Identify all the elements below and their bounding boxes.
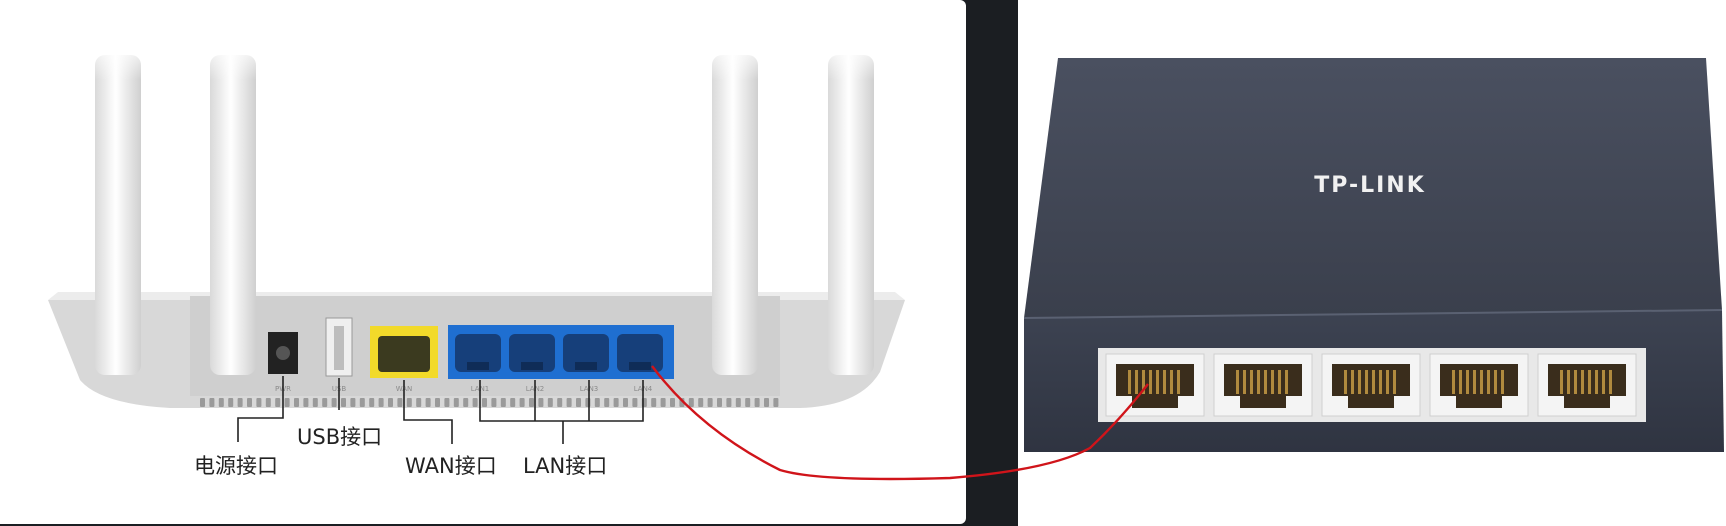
wan-port-label: WAN接口: [405, 454, 497, 478]
antenna-2: [210, 55, 256, 375]
lan-port-label: LAN接口: [523, 454, 608, 478]
antenna-3: [712, 55, 758, 375]
antenna-4: [828, 55, 874, 375]
lan-port-4: [617, 334, 663, 372]
network-cable: [651, 365, 1149, 481]
panel-divider: [966, 0, 1018, 526]
brand-logo: TP-LINK: [1314, 173, 1426, 198]
callout-lines: [237, 376, 644, 444]
power-port-label: 电源接口: [194, 454, 278, 478]
switch-top: [1024, 58, 1722, 318]
router-photo-panel: [0, 0, 966, 524]
usb-port-label: USB接口: [297, 425, 383, 449]
lan-port-1: [455, 334, 501, 372]
lan-port-2: [509, 334, 555, 372]
lan-port-3: [563, 334, 609, 372]
antenna-1: [95, 55, 141, 375]
network-switch: TP-LINK: [1023, 58, 1724, 452]
